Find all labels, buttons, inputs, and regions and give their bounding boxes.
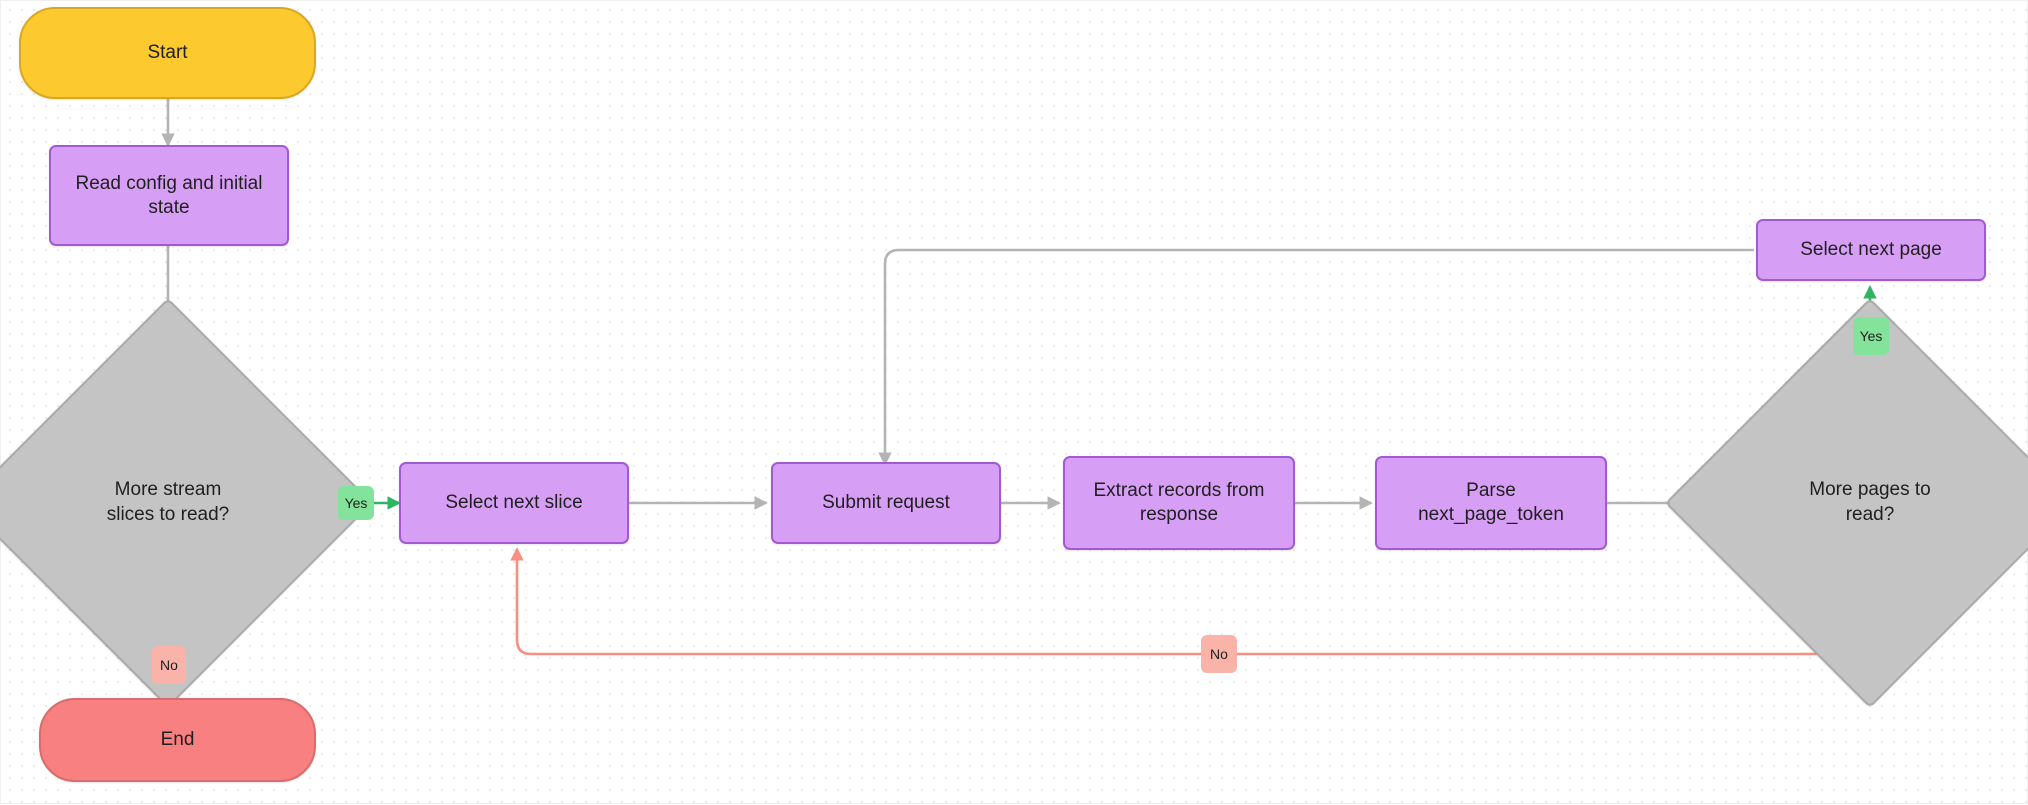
edge-label-slices-no[interactable]: No	[152, 646, 186, 684]
node-select-next-slice-label: Select next slice	[445, 492, 583, 514]
node-extract-records-label: Extract records from response	[1093, 480, 1265, 525]
edge-label-pages-no-text: No	[1210, 646, 1228, 662]
node-submit-request[interactable]: Submit request	[771, 462, 1001, 544]
edge-label-slices-yes[interactable]: Yes	[338, 486, 374, 520]
node-more-pages[interactable]: More pages to read?	[1664, 297, 2028, 709]
node-select-next-page[interactable]: Select next page	[1756, 219, 1986, 281]
node-read-config-label: Read config and initial state	[75, 172, 263, 218]
edge-more-pages-no-to-select-slice	[510, 547, 1872, 656]
node-more-stream-slices[interactable]: More stream slices to read?	[0, 297, 374, 709]
edge-label-pages-yes-text: Yes	[1859, 328, 1883, 344]
edge-label-pages-no[interactable]: No	[1201, 635, 1237, 673]
node-select-next-slice[interactable]: Select next slice	[399, 462, 629, 544]
edge-label-slices-yes-text: Yes	[344, 495, 368, 511]
node-more-pages-label: More pages to read?	[1809, 479, 1931, 525]
node-end[interactable]: End	[39, 698, 316, 782]
node-start-label: Start	[147, 42, 188, 64]
edge-label-pages-yes[interactable]: Yes	[1853, 317, 1889, 355]
node-end-label: End	[160, 729, 195, 751]
node-more-stream-slices-label: More stream slices to read?	[106, 479, 230, 525]
edge-select-page-to-submit-request	[878, 248, 1754, 466]
node-read-config[interactable]: Read config and initial state	[49, 145, 289, 246]
node-start[interactable]: Start	[19, 7, 316, 99]
node-select-next-page-label: Select next page	[1800, 239, 1942, 261]
node-submit-request-label: Submit request	[822, 492, 950, 514]
edge-label-slices-no-text: No	[160, 657, 178, 673]
node-extract-records[interactable]: Extract records from response	[1063, 456, 1295, 550]
node-parse-next-page-token[interactable]: Parse next_page_token	[1375, 456, 1607, 550]
node-parse-next-page-token-label: Parse next_page_token	[1418, 480, 1564, 525]
